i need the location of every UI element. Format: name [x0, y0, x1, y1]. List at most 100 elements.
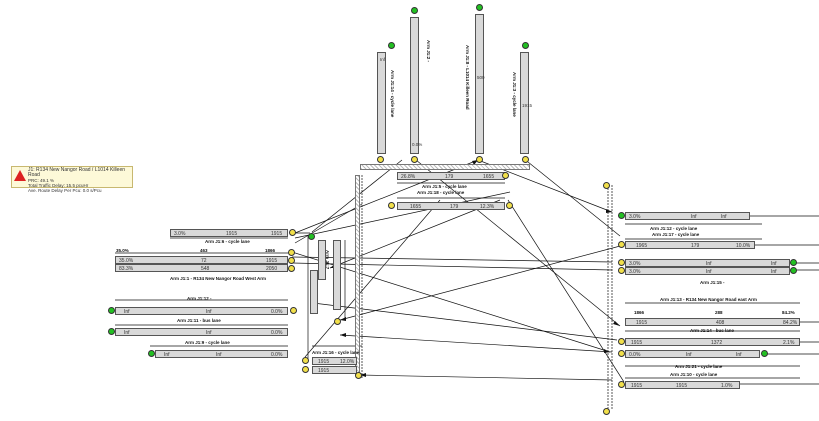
- node-yellow[interactable]: [355, 372, 362, 379]
- link-j1-5-cycle[interactable]: 26.8% 179 1655: [397, 172, 505, 180]
- node-yellow[interactable]: [288, 257, 295, 264]
- node-yellow[interactable]: [377, 156, 384, 163]
- link-label: Arm J1:1 - R134 New Nangor Road West Arm: [170, 276, 267, 281]
- link-label: Arm J1:11 - bus lane: [177, 318, 221, 323]
- v-r1c: 84.2%: [782, 310, 795, 315]
- node-yellow[interactable]: [411, 156, 418, 163]
- link-j1-15-lane1[interactable]: 3.0% Inf Inf: [625, 259, 790, 267]
- node-yellow[interactable]: [618, 241, 625, 248]
- stop-bar-west: [355, 175, 360, 375]
- link-label: Arm J1:6 - cycle lane: [205, 239, 250, 244]
- v-r1b: 463: [200, 248, 208, 253]
- v-a: 1915: [318, 359, 330, 365]
- v-b: 179: [450, 204, 459, 210]
- node-yellow[interactable]: [290, 307, 297, 314]
- v-r1a: 35.0%: [116, 248, 129, 253]
- link-j1-8-killeen[interactable]: 500: [475, 14, 485, 154]
- node-yellow[interactable]: [618, 381, 625, 388]
- v-c: 0.0%: [271, 309, 283, 315]
- node-yellow[interactable]: [302, 357, 309, 364]
- link-j1-10-cycle[interactable]: 1915 1915 1.0%: [625, 381, 740, 389]
- total-delay: Total Traffic Delay: 15.5 pcuHr: [28, 183, 89, 188]
- link-j1-14-bus[interactable]: 1915 1372 2.1%: [625, 338, 800, 346]
- prc-value: PRC: 49.1 %: [28, 178, 55, 183]
- node-green[interactable]: [308, 233, 315, 240]
- v-c: 2050: [266, 266, 278, 272]
- link-j1-21-cycle[interactable]: 0.0% Inf Inf: [625, 350, 760, 358]
- link-j1-2[interactable]: 0.0%: [410, 17, 422, 154]
- node-yellow[interactable]: [603, 182, 610, 189]
- v-b: 1372: [711, 340, 723, 346]
- node-yellow[interactable]: [618, 338, 625, 345]
- link-j1-6-cycle[interactable]: 3.0% 1915 1915: [170, 229, 288, 237]
- link-j1-9-cycle[interactable]: Inf Inf 0.0%: [155, 350, 288, 358]
- junction-info-panel[interactable]: J1: R134 New Nangor Road / L1014 Killeen…: [11, 166, 133, 193]
- node-yellow[interactable]: [502, 172, 509, 179]
- v-a: Inf: [124, 330, 130, 336]
- link-j1-17-cycle[interactable]: 1965 179 10.0%: [625, 241, 755, 249]
- node-yellow[interactable]: [388, 202, 395, 209]
- node-green[interactable]: [618, 212, 625, 219]
- link-j1-13-lane2[interactable]: 1915 408 84.2%: [625, 318, 800, 326]
- v-b: Inf: [206, 330, 212, 336]
- node-green[interactable]: [108, 307, 115, 314]
- link-j1-1-lane3[interactable]: 83.3% 548 2050: [115, 264, 288, 272]
- link-j1-12[interactable]: Inf Inf 0.0%: [115, 307, 288, 315]
- v-c: 12.0%: [340, 359, 355, 365]
- v-c: 0.0%: [271, 352, 283, 358]
- link-j1-12-cycle[interactable]: 3.0% Inf Inf: [625, 212, 750, 220]
- v-b: 72: [201, 258, 207, 264]
- node-yellow[interactable]: [618, 267, 625, 274]
- node-yellow[interactable]: [618, 259, 625, 266]
- v-a: Inf: [124, 309, 130, 315]
- v-a: 0.0%: [629, 352, 641, 358]
- v-b: Inf: [691, 214, 697, 220]
- link-label: Arm J1:10 - cycle lane: [670, 372, 718, 377]
- link-j1-3-cycle[interactable]: 1915: [520, 52, 533, 154]
- link-j1-7[interactable]: [333, 240, 341, 310]
- link-j1-18-cycle[interactable]: 1655 179 12.3%: [397, 202, 505, 210]
- v-a: 3.0%: [174, 231, 186, 237]
- node-yellow[interactable]: [522, 156, 529, 163]
- v-b: Inf: [216, 352, 222, 358]
- node-yellow[interactable]: [618, 350, 625, 357]
- node-green[interactable]: [476, 4, 483, 11]
- node-yellow[interactable]: [288, 265, 295, 272]
- link-j1-1-lane2[interactable]: 35.0% 72 1915: [115, 256, 288, 264]
- node-green[interactable]: [790, 267, 797, 274]
- v-a: Inf: [164, 352, 170, 358]
- link-j1-15-lane2[interactable]: 3.0% Inf Inf: [625, 267, 790, 275]
- link-value: 1915: [522, 103, 533, 108]
- node-yellow[interactable]: [288, 249, 295, 256]
- link-j1-16-cycle[interactable]: 1915 12.0%: [312, 357, 357, 365]
- node-green[interactable]: [388, 42, 395, 49]
- link-label: Arm J1:15 -: [700, 280, 725, 285]
- v-c: Inf: [736, 352, 742, 358]
- node-yellow[interactable]: [334, 318, 341, 325]
- node-yellow[interactable]: [302, 366, 309, 373]
- link-j1-7b[interactable]: [318, 240, 326, 280]
- v-a: 26.8%: [401, 174, 416, 180]
- node-yellow[interactable]: [506, 202, 513, 209]
- node-green[interactable]: [761, 350, 768, 357]
- node-green[interactable]: [148, 350, 155, 357]
- link-j1-14-cycle[interactable]: Inf: [377, 52, 386, 154]
- link-label: Arm J1:16 - cycle lane: [312, 350, 360, 355]
- link-value: 500: [477, 75, 485, 80]
- v-b: 408: [716, 320, 725, 326]
- v-b: 1915: [318, 368, 330, 374]
- link-j1-16b[interactable]: 1915: [312, 366, 357, 374]
- v-b: 1915: [226, 231, 238, 237]
- node-yellow[interactable]: [603, 408, 610, 415]
- link-label: Arm J1:13 - R134 New Nangor Road east Ar…: [660, 297, 757, 302]
- v-b: 1915: [676, 383, 688, 389]
- node-green[interactable]: [108, 328, 115, 335]
- v-c: 1915: [266, 258, 278, 264]
- node-green[interactable]: [411, 7, 418, 14]
- link-j1-11-bus[interactable]: Inf Inf 0.0%: [115, 328, 288, 336]
- node-green[interactable]: [522, 42, 529, 49]
- link-j1-7c[interactable]: [310, 270, 318, 314]
- node-yellow[interactable]: [476, 156, 483, 163]
- node-green[interactable]: [790, 259, 797, 266]
- node-yellow[interactable]: [289, 229, 296, 236]
